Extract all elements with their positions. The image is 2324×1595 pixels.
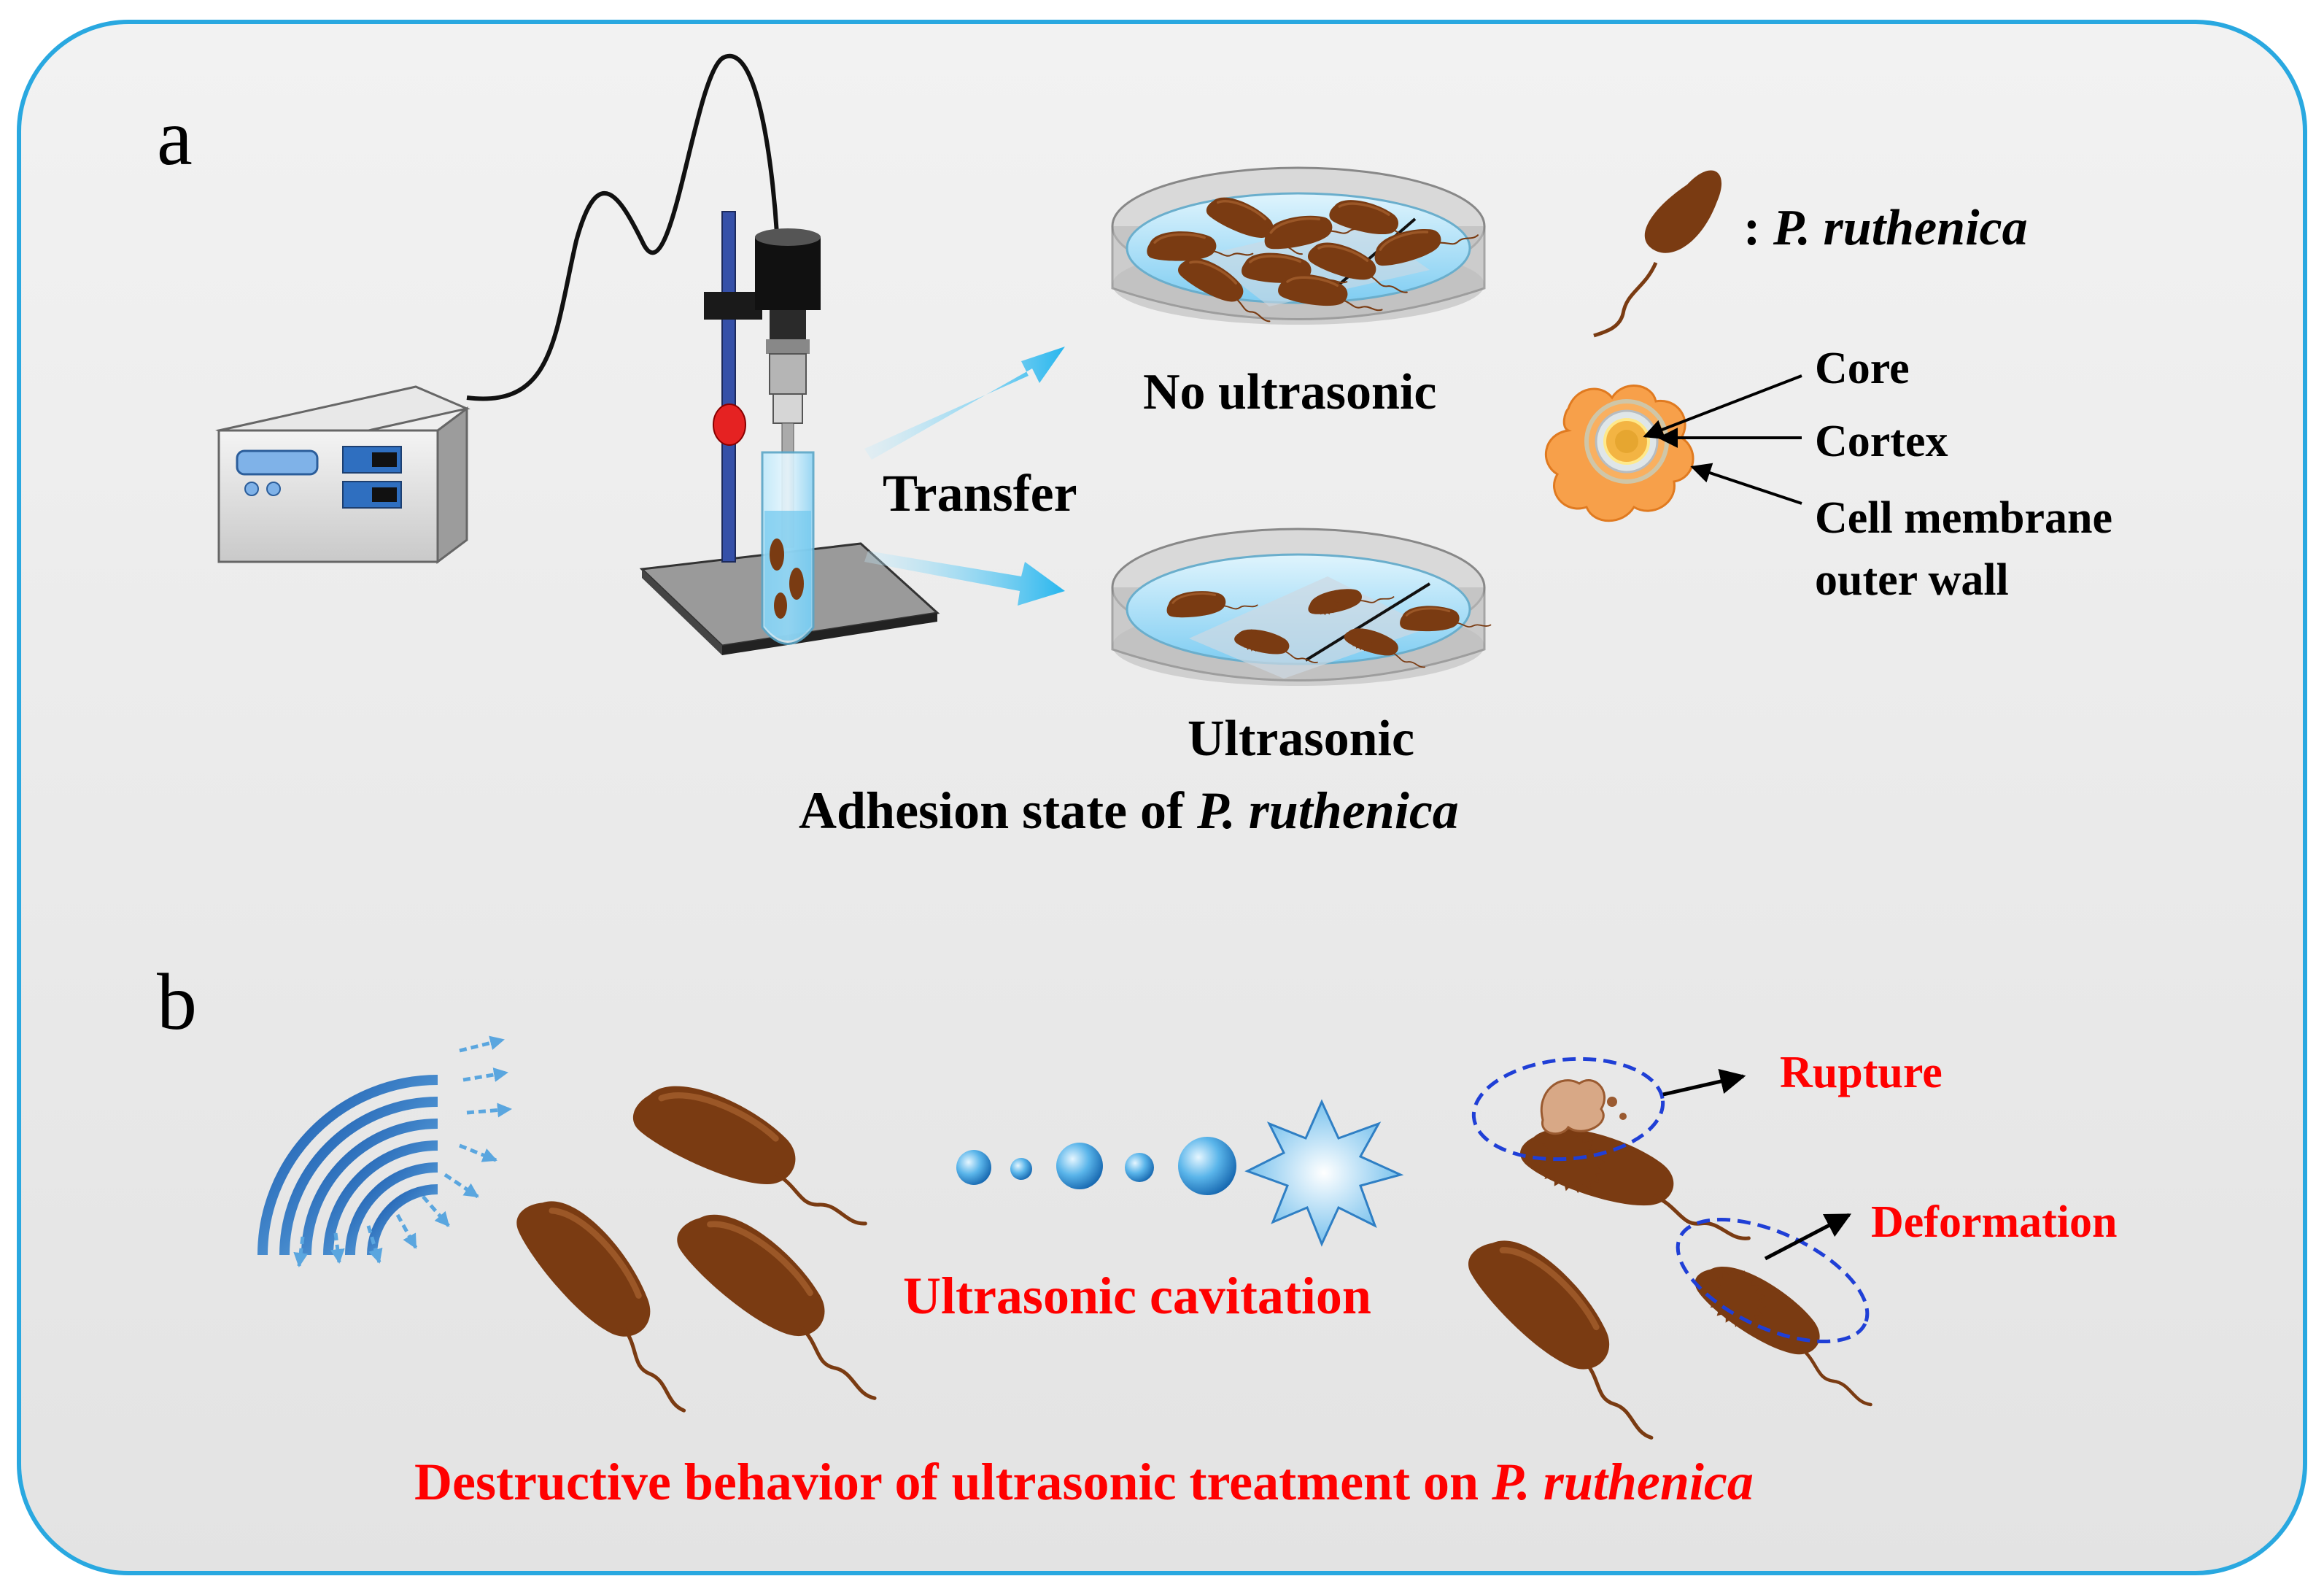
- deformation-highlight: [1676, 1218, 1870, 1343]
- knob-icon: [244, 482, 259, 496]
- deformation-pointer: [1764, 1213, 1852, 1261]
- rupture-label: Rupture: [1780, 1048, 1943, 1097]
- panel-a-caption-prefix: Adhesion state of: [799, 781, 1197, 840]
- ultrasonic-generator: [215, 385, 470, 564]
- legend-species: P. ruthenica: [1773, 200, 2028, 256]
- display-icon: [236, 449, 319, 476]
- sonicator-stand: [639, 211, 940, 655]
- transfer-arrows: [864, 347, 1065, 606]
- legend-bacterium-icon: [1593, 170, 1721, 338]
- label-membrane-line1: Cell membrane: [1815, 493, 2112, 543]
- label-membrane-line2: outer wall: [1815, 555, 2009, 605]
- petri-dish-ultrasonic: [1111, 528, 1492, 686]
- bubble-burst-icon: [1244, 1099, 1404, 1247]
- rupture-highlight: [1471, 1057, 1665, 1162]
- knob-icon: [266, 482, 281, 496]
- label-core: Core: [1815, 344, 1910, 393]
- panel-a-caption: Adhesion state of P. ruthenica: [799, 781, 1459, 840]
- panel-b-caption-prefix: Destructive behavior of ultrasonic treat…: [414, 1453, 1492, 1511]
- deformation-label: Deformation: [1871, 1197, 2117, 1247]
- rupture-pointer: [1662, 1068, 1746, 1097]
- panel-a-caption-species: P. ruthenica: [1196, 781, 1459, 840]
- panel-b-caption-species: P. ruthenica: [1491, 1453, 1754, 1511]
- pointer-membrane: [1690, 463, 1802, 505]
- panel-b-caption: Destructive behavior of ultrasonic treat…: [414, 1453, 1754, 1511]
- legend-colon: :: [1743, 200, 1773, 256]
- figure-frame: [17, 20, 2307, 1575]
- dish-label-ultrasonic: Ultrasonic: [1188, 711, 1414, 767]
- legend-label: : P. ruthenica: [1743, 200, 2028, 256]
- panel-b-letter: b: [157, 957, 197, 1046]
- label-cortex: Cortex: [1815, 417, 1948, 466]
- dish-label-no-ultrasonic: No ultrasonic: [1143, 364, 1437, 420]
- petri-dish-no-ultrasonic: [1111, 166, 1486, 325]
- cable: [466, 54, 779, 401]
- panel-a-letter: a: [157, 93, 193, 182]
- pointer-core: [1643, 374, 1802, 439]
- transfer-label: Transfer: [883, 464, 1077, 522]
- wave-arrows: [293, 1035, 512, 1267]
- cavitation-bubbles: [956, 1137, 1236, 1195]
- spore-structure-diagram: [1545, 385, 1694, 522]
- ruptured-bacterium: [1512, 1078, 1762, 1239]
- cavitation-label: Ultrasonic cavitation: [903, 1267, 1371, 1325]
